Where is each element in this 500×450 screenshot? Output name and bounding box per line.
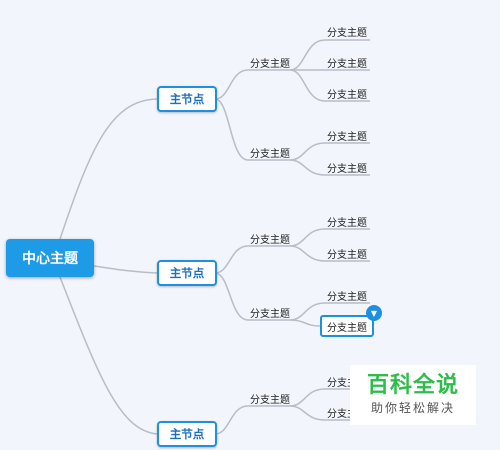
leaf-topic-5[interactable]: 分支主题 — [327, 163, 367, 175]
watermark-logo: 百科全说 助你轻松解决 — [350, 365, 476, 425]
branch-topic-5[interactable]: 分支主题 — [250, 394, 290, 406]
leaf-topic-3[interactable]: 分支主题 — [327, 89, 367, 101]
chevron-down-icon[interactable]: ▼ — [366, 305, 382, 321]
main-topic-3[interactable]: 主节点 — [157, 421, 217, 447]
watermark-title: 百科全说 — [366, 373, 459, 398]
leaf-topic-8[interactable]: 分支主题 — [327, 291, 367, 303]
leaf-topic-1[interactable]: 分支主题 — [327, 27, 367, 39]
branch-topic-2[interactable]: 分支主题 — [250, 148, 290, 160]
central-topic[interactable]: 中心主题 — [6, 239, 94, 277]
main-topic-2[interactable]: 主节点 — [157, 260, 217, 286]
leaf-topic-6[interactable]: 分支主题 — [327, 217, 367, 229]
leaf-topic-10[interactable]: 分支主题 — [327, 377, 367, 389]
leaf-topic-4[interactable]: 分支主题 — [327, 131, 367, 143]
leaf-topic-2[interactable]: 分支主题 — [327, 58, 367, 70]
branch-topic-4[interactable]: 分支主题 — [250, 308, 290, 320]
main-topic-1[interactable]: 主节点 — [157, 86, 217, 112]
branch-topic-1[interactable]: 分支主题 — [250, 58, 290, 70]
leaf-topic-7[interactable]: 分支主题 — [327, 249, 367, 261]
watermark-subtitle: 助你轻松解决 — [370, 401, 455, 415]
leaf-topic-11[interactable]: 分支主题 — [327, 408, 367, 420]
leaf-topic-9-selected[interactable]: 分支主题 — [320, 315, 374, 337]
branch-topic-3[interactable]: 分支主题 — [250, 234, 290, 246]
